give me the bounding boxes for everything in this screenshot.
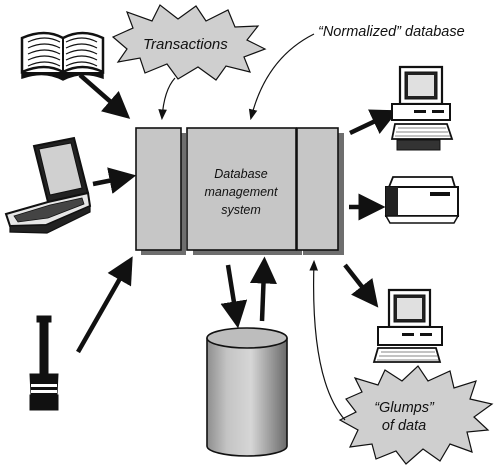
- desktop-computer-icon: [390, 65, 454, 151]
- transactions-label: Transactions: [143, 36, 228, 53]
- arrow-dbms-to-database: [220, 264, 248, 329]
- arrow-dbms-to-bottom-computer: [343, 263, 379, 308]
- normalized-database-label: “Normalized” database: [318, 24, 465, 40]
- arrow-dbms-to-top-computer: [349, 109, 399, 136]
- barcode-wand-icon: [29, 315, 59, 411]
- book-icon: [20, 31, 105, 81]
- pointer-transactions: [158, 77, 176, 121]
- printer-icon: [384, 176, 460, 224]
- arrow-laptop-to-dbms: [92, 167, 137, 194]
- glumps-starburst: [338, 365, 494, 465]
- database-cylinder-icon: [206, 327, 288, 457]
- pointer-glumps: [309, 259, 346, 421]
- glumps-label: “Glumps” of data: [363, 399, 445, 435]
- laptop-icon: [4, 136, 92, 234]
- dbms-output-box: [296, 127, 344, 255]
- desktop-computer-icon-2: [372, 288, 443, 363]
- pointer-normalized: [248, 33, 315, 121]
- dbms-label-line2: management: [204, 185, 278, 199]
- arrow-book-to-dbms: [78, 73, 131, 119]
- glumps-label-line2: of data: [381, 418, 427, 434]
- arrow-wand-to-dbms: [76, 256, 133, 354]
- dbms-input-box: [135, 127, 186, 255]
- dbms-label: Database management system: [188, 165, 294, 219]
- arrow-database-to-dbms: [249, 256, 277, 322]
- dbms-label-line1: Database: [214, 167, 268, 181]
- transactions-starburst: [111, 4, 267, 81]
- dbms-core-box: [186, 127, 302, 255]
- glumps-label-line1: “Glumps”: [374, 400, 434, 416]
- dbms-label-line3: system: [221, 203, 261, 217]
